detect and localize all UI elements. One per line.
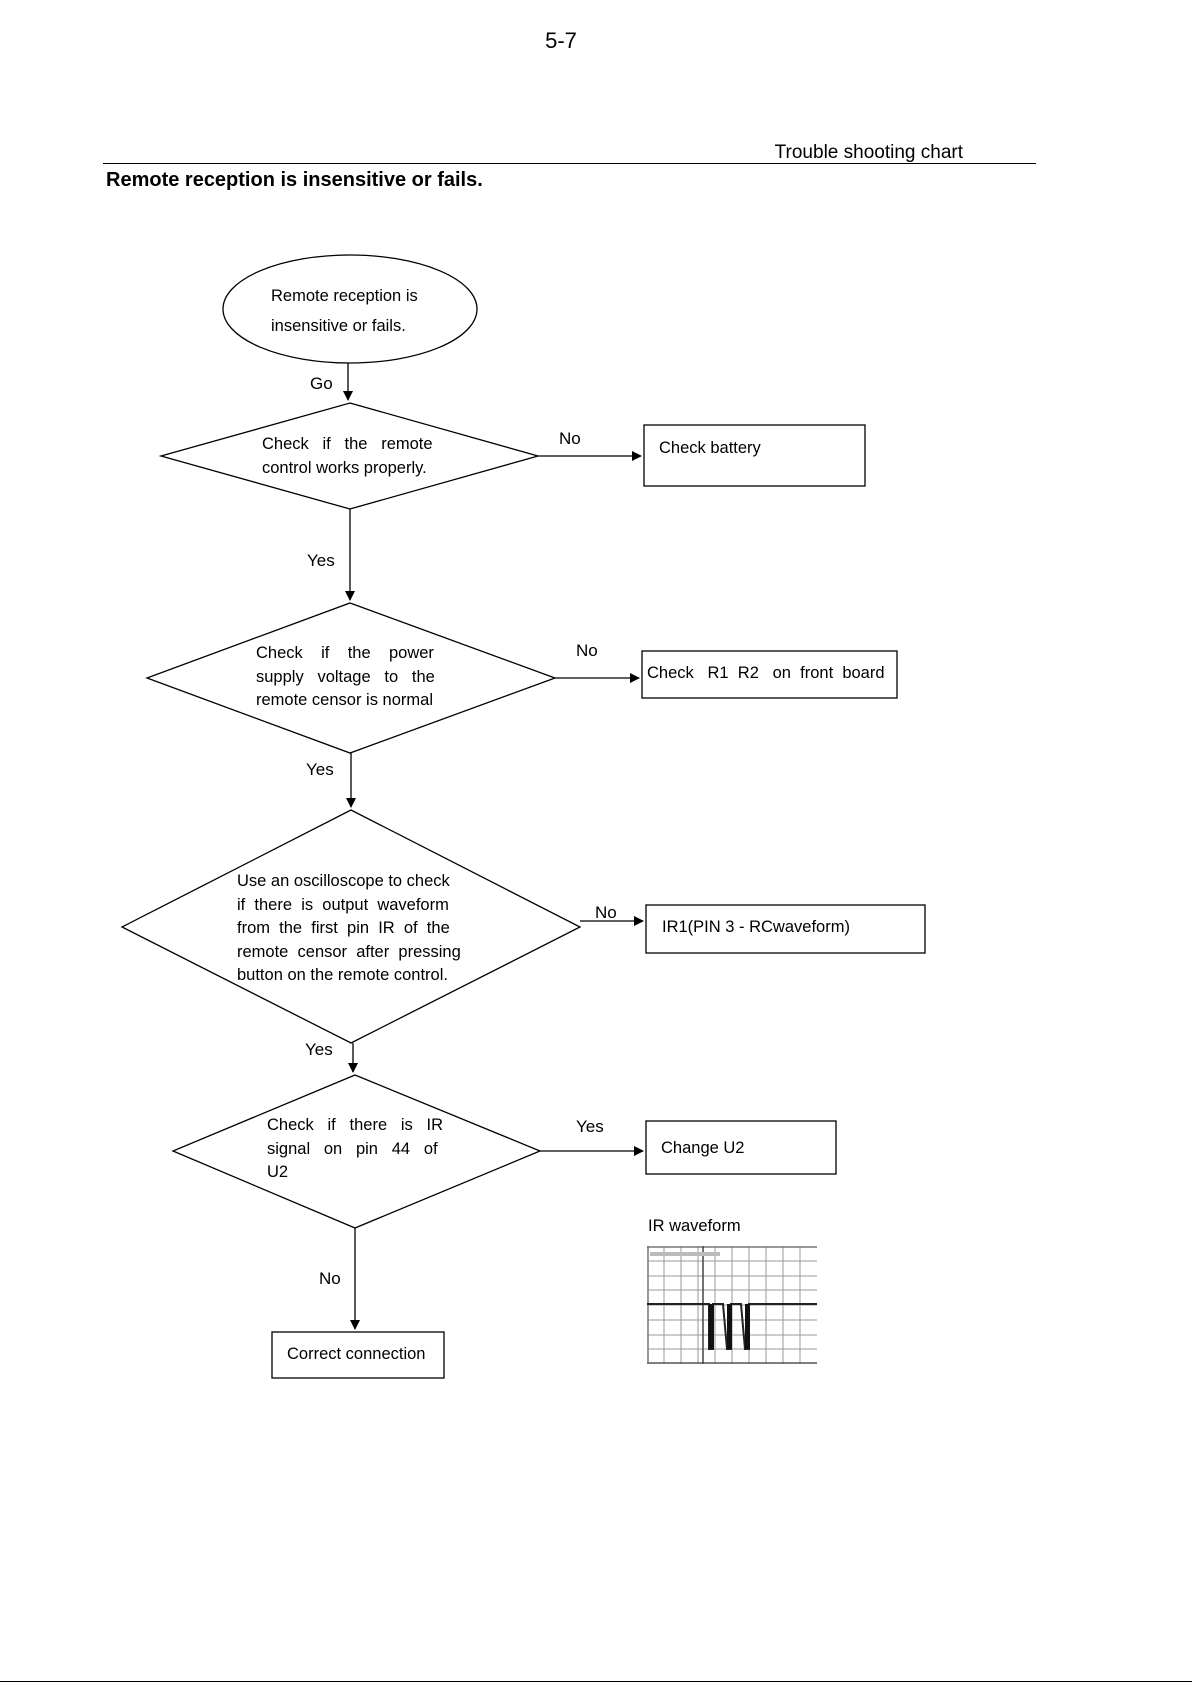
decision-line: control works properly. (262, 458, 427, 477)
decision-scope-shape (120, 809, 582, 1044)
edge-label-no: No (576, 641, 598, 660)
header-label: Trouble shooting chart (774, 142, 963, 163)
edge-label-yes: Yes (306, 760, 334, 779)
edge-label-no: No (319, 1269, 341, 1288)
ir-pulse (727, 1304, 732, 1349)
action-battery-box (643, 424, 866, 487)
decision-line: U2 (267, 1163, 289, 1181)
decision-remote-text: Check if the remote control works proper… (262, 433, 438, 480)
decision-u2-text: Check if there is IR signal on pin 44 of… (267, 1114, 449, 1185)
start-line: insensitive or fails. (271, 317, 406, 335)
decision-line: signal on pin 44 of (267, 1139, 438, 1158)
edge-label-yes: Yes (576, 1117, 604, 1136)
action-correct-text: Correct connection (287, 1345, 426, 1363)
action-change-u2-text: Change U2 (661, 1139, 745, 1157)
start-line: Remote reception is (271, 287, 418, 305)
decision-line: Check if the remote (262, 435, 433, 453)
decision-line: Check if the power (256, 644, 434, 662)
bottom-rule (0, 1681, 1192, 1682)
waveform-caption: IR waveform (648, 1217, 741, 1235)
action-ir1-text: IR1(PIN 3 - RCwaveform) (662, 918, 850, 936)
section-title: Remote reception is insensitive or fails… (106, 169, 483, 191)
decision-power-shape (145, 602, 557, 754)
decision-line: button on the remote control. (237, 966, 448, 984)
action-r1r2-box (641, 650, 898, 699)
action-correct-box (271, 1331, 445, 1379)
ir-pulse (745, 1304, 750, 1349)
action-battery-text: Check battery (659, 439, 761, 457)
ir-pulse (709, 1304, 714, 1349)
action-ir1-box (645, 904, 926, 954)
decision-line: supply voltage to the (256, 667, 435, 686)
ir-waveform-image (647, 1246, 817, 1364)
decision-line: remote censor after pressing (237, 942, 461, 961)
decision-line: from the first pin IR of the (237, 919, 450, 937)
edge-label-yes: Yes (307, 551, 335, 570)
edge-label-no: No (595, 903, 617, 922)
action-r1r2-text: Check R1 R2 on front board (647, 664, 885, 682)
decision-scope-text: Use an oscilloscope to check if there is… (237, 870, 469, 988)
decision-power-text: Check if the power supply voltage to the… (256, 642, 446, 713)
decision-line: Use an oscilloscope to check (237, 872, 450, 890)
edge-label-go: Go (310, 374, 333, 393)
action-change-u2-box (645, 1120, 837, 1175)
start-text: Remote reception is insensitive or fails… (271, 281, 431, 341)
decision-line: remote censor is normal (256, 691, 433, 709)
edge-label-yes: Yes (305, 1040, 333, 1059)
decision-line: Check if there is IR (267, 1116, 444, 1134)
decision-line: if there is output waveform (237, 895, 449, 914)
start-terminal (222, 254, 478, 364)
edge-label-no: No (559, 429, 581, 448)
header-rule (103, 163, 1036, 164)
page-number: 5-7 (545, 28, 577, 53)
